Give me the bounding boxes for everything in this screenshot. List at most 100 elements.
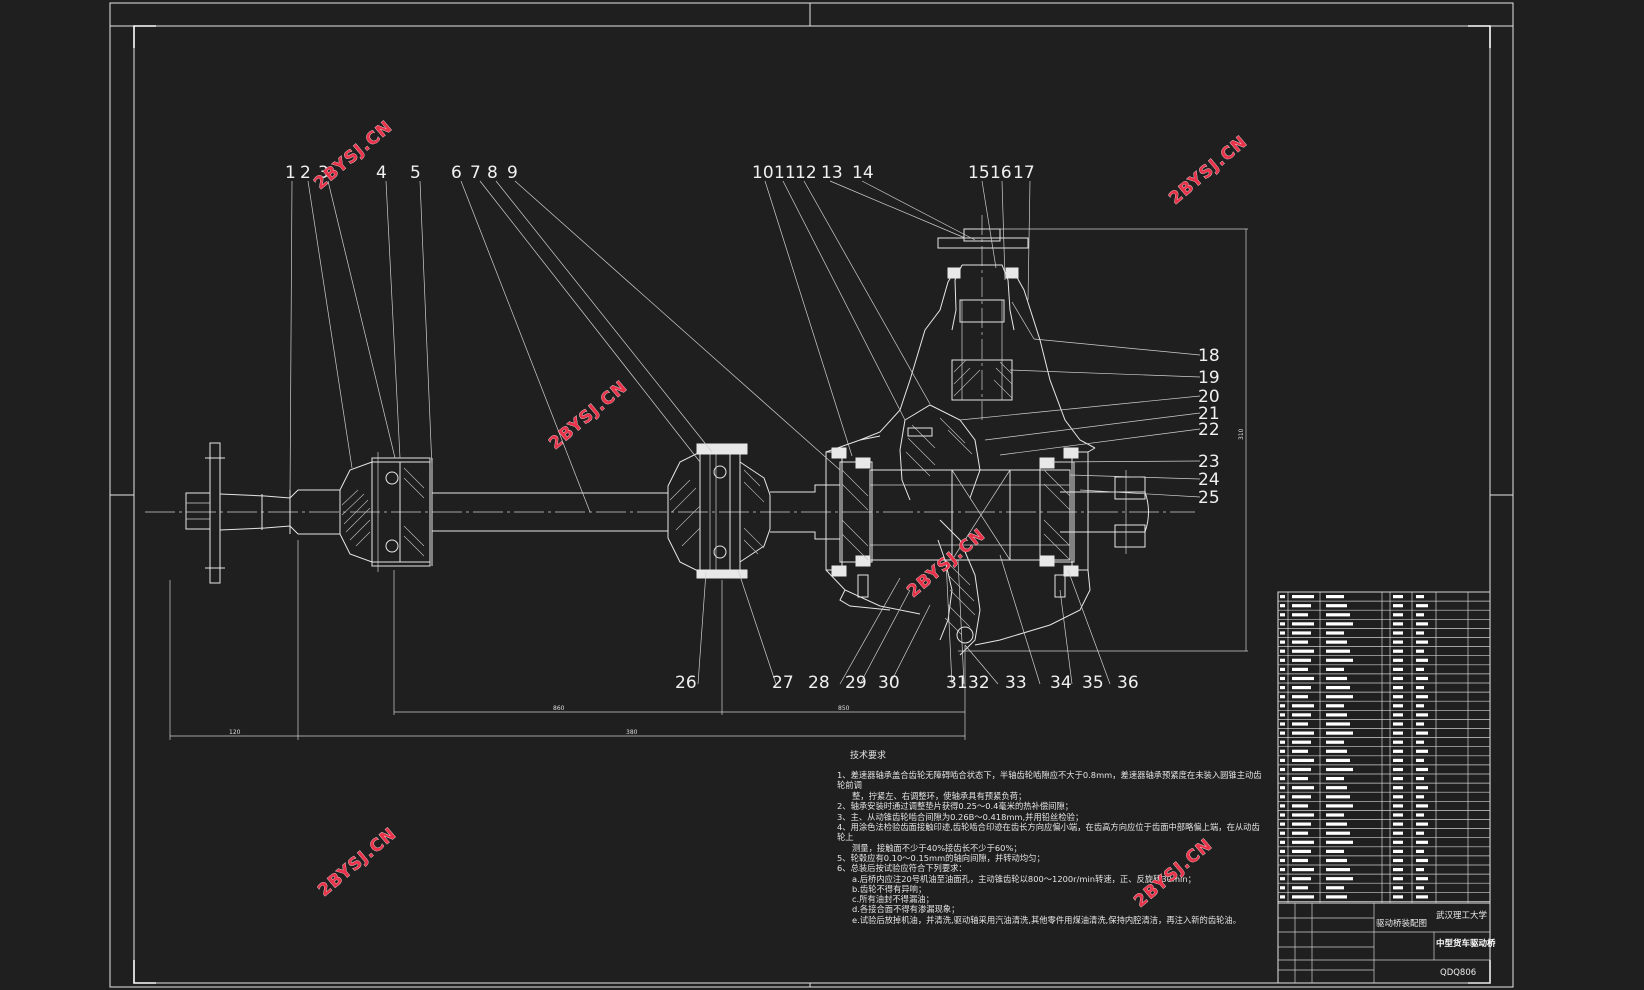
parts-list-cell (1292, 686, 1311, 690)
parts-list-cell (1280, 831, 1285, 835)
parts-list-cell (1292, 795, 1311, 799)
parts-list-cell (1326, 722, 1350, 726)
parts-list-cell (1280, 767, 1285, 772)
parts-list-cell (1292, 822, 1311, 826)
parts-list-cell (1292, 868, 1314, 872)
note-line-2: 轮前调 (837, 780, 862, 790)
parts-list-cell (1393, 840, 1403, 844)
parts-list-cell (1292, 804, 1308, 808)
parts-list-cell (1416, 840, 1428, 844)
parts-list-cell (1416, 740, 1424, 744)
parts-list-cell (1393, 713, 1403, 717)
parts-list-cell (1280, 722, 1285, 726)
parts-list-cell (1393, 858, 1403, 863)
parts-list-cell (1393, 695, 1403, 699)
parts-list-cell (1416, 758, 1424, 762)
note-line-15: e.试验后放掉机油，并清洗,驱动轴采用汽油清洗,其他零件用煤油清洗,保持内腔清洁… (852, 915, 1241, 925)
title-product: 中型货车驱动桥 (1436, 938, 1496, 949)
part-number-11: 11 (774, 163, 796, 183)
parts-list-cell (1416, 604, 1428, 608)
parts-list-cell (1326, 640, 1347, 644)
parts-list-cell (1393, 731, 1403, 735)
part-number-20: 20 (1198, 387, 1220, 407)
parts-list-cell (1326, 822, 1347, 826)
parts-list-cell (1393, 613, 1403, 617)
parts-list-cell (1393, 749, 1403, 753)
part-number-24: 24 (1198, 470, 1220, 490)
parts-list-cell (1280, 667, 1285, 671)
part-number-3: 3 (318, 163, 329, 183)
part-number-27: 27 (772, 673, 794, 693)
part-number-15: 15 (968, 163, 990, 183)
parts-list-cell (1280, 740, 1285, 744)
part-number-35: 35 (1082, 673, 1104, 693)
parts-list-cell (1280, 631, 1285, 635)
parts-list-cell (1326, 695, 1353, 699)
parts-list-cell (1326, 731, 1353, 735)
parts-list-cell (1393, 740, 1403, 744)
parts-list-cell (1416, 704, 1424, 708)
parts-list-cell (1393, 786, 1403, 790)
parts-list-cell (1393, 831, 1403, 835)
part-numbers: 1 2 3 4 5 6 7 8 9 10 11 12 13 14 15 16 1… (285, 163, 1220, 693)
parts-list-cell (1292, 895, 1314, 899)
parts-list-cell (1416, 767, 1428, 772)
parts-list-cell (1326, 658, 1353, 662)
note-line-14: d.各接合面不得有渗漏现象； (852, 904, 959, 914)
parts-list-cell (1326, 604, 1347, 608)
parts-list-cell (1292, 631, 1311, 635)
parts-list-cell (1393, 658, 1403, 662)
parts-list-cell (1292, 676, 1314, 681)
parts-list-cell (1326, 704, 1344, 708)
parts-list-cell (1393, 795, 1403, 799)
parts-list-cell (1393, 704, 1403, 708)
parts-list-cell (1280, 613, 1285, 617)
parts-list-cell (1280, 595, 1285, 599)
parts-list-cell (1416, 686, 1424, 690)
part-number-26: 26 (675, 673, 697, 693)
note-line-6: 4、用涂色法检验齿面接触印迹,齿轮啮合印迹在齿长方向应偏小端，在齿高方向应位于齿… (837, 822, 1260, 832)
parts-list-cell (1280, 758, 1285, 762)
note-line-7: 轮上 (837, 832, 854, 842)
parts-list-cell (1326, 758, 1350, 762)
parts-list-cell (1280, 822, 1285, 826)
parts-list-cell (1326, 840, 1353, 844)
note-line-12: b.齿轮不得有异响； (852, 884, 926, 894)
parts-list-cell (1393, 686, 1403, 690)
part-number-16: 16 (990, 163, 1012, 183)
notes-title: 技术要求 (850, 749, 886, 761)
parts-list-cell (1292, 877, 1311, 881)
parts-list-cell (1326, 595, 1344, 599)
title-university: 武汉理工大学 (1436, 910, 1488, 921)
axle-assembly (145, 442, 1195, 584)
parts-list-cell (1416, 649, 1424, 653)
note-line-3: 整，拧紧左、右调整环，使轴承具有预紧负荷； (852, 791, 1026, 801)
parts-list-cell (1416, 722, 1424, 726)
parts-list-cell (1416, 667, 1424, 671)
parts-list-cell (1416, 831, 1424, 835)
parts-list-cell (1292, 849, 1311, 853)
parts-list-cell (1393, 595, 1403, 599)
parts-list-cell (1416, 786, 1428, 790)
part-number-4: 4 (376, 163, 387, 183)
parts-list-cell (1280, 649, 1285, 653)
parts-list-cell (1416, 622, 1428, 626)
parts-list-cell (1416, 795, 1424, 799)
parts-list-cell (1280, 731, 1285, 735)
parts-list-cell (1292, 649, 1314, 653)
parts-list-cell (1416, 595, 1424, 599)
parts-list-cell (1416, 695, 1428, 699)
technical-requirements: 技术要求 1、差速器轴承盖合齿轮无障碍啮合状态下，半轴齿轮啮隙应不大于0.8mm… (837, 749, 1262, 925)
parts-list-cell (1416, 749, 1428, 753)
parts-list-cell (1326, 886, 1344, 890)
part-number-22: 22 (1198, 420, 1220, 440)
parts-list-cell (1326, 767, 1353, 772)
parts-list-cell (1292, 713, 1311, 717)
parts-list-cell (1326, 667, 1344, 671)
note-line-11: a.后桥内应注20号机油至油面孔，主动锥齿轮以800～1200r/min转速，正… (852, 874, 1196, 884)
parts-list-cell (1280, 676, 1285, 681)
parts-list-cell (1292, 840, 1314, 844)
parts-list-cell (1393, 758, 1403, 762)
part-number-34: 34 (1050, 673, 1072, 693)
part-number-10: 10 (752, 163, 774, 183)
